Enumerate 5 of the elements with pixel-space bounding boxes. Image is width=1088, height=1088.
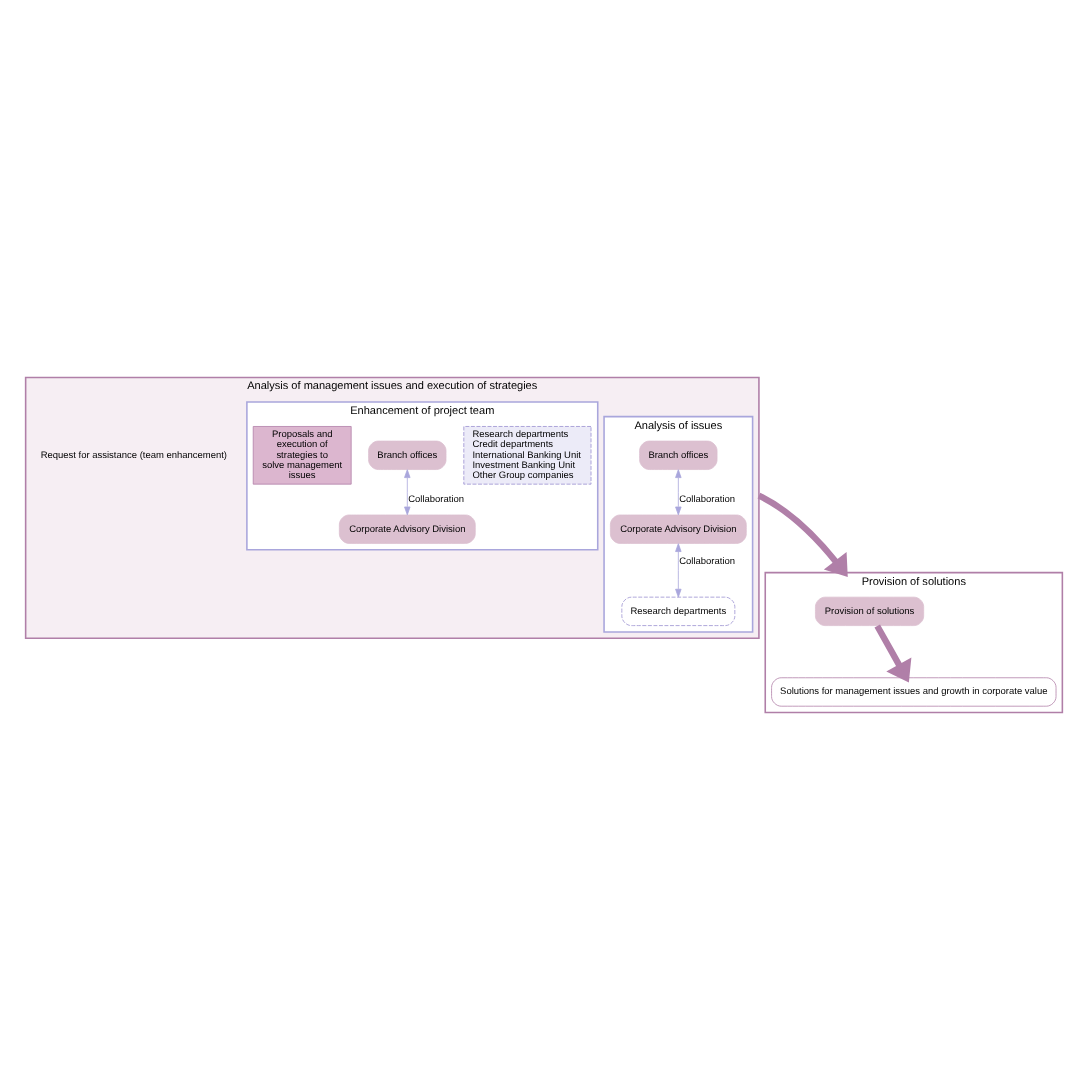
arrow [404,468,411,515]
arrow [675,468,682,515]
arrow [757,491,848,576]
arrow [874,623,912,682]
arrow [675,542,682,597]
